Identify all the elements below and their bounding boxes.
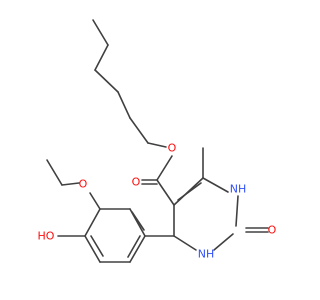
bond <box>156 155 173 181</box>
bond <box>84 235 101 263</box>
bond <box>89 192 101 210</box>
molecule-structure: O O NH O NH O HO <box>38 19 277 263</box>
bond <box>156 179 175 206</box>
atom-labels: O O NH O NH O HO <box>38 142 277 261</box>
nh-label-lower: NH <box>198 248 215 261</box>
bond <box>235 195 239 227</box>
urea-oxygen-label: O <box>268 224 277 237</box>
bond <box>117 91 131 119</box>
ethoxy-oxygen-label: O <box>79 178 88 191</box>
bond <box>46 159 63 186</box>
bond <box>94 44 109 71</box>
carbonyl-oxygen-label: O <box>132 176 141 189</box>
bond <box>94 69 119 93</box>
bond <box>173 235 197 251</box>
nh-label-upper: NH <box>230 183 247 196</box>
bond <box>202 177 229 193</box>
bond <box>90 235 104 257</box>
bond <box>127 235 141 258</box>
hydroxyl-label: HO <box>38 230 55 243</box>
bond <box>129 117 149 144</box>
bond <box>147 142 167 148</box>
bond <box>177 182 202 201</box>
bond <box>213 233 234 251</box>
bond <box>131 211 145 231</box>
ester-oxygen-label: O <box>168 142 177 155</box>
bond-skeleton <box>46 19 269 263</box>
bond <box>129 235 146 263</box>
bond <box>61 182 80 186</box>
bond <box>84 208 101 237</box>
bond <box>92 19 109 46</box>
